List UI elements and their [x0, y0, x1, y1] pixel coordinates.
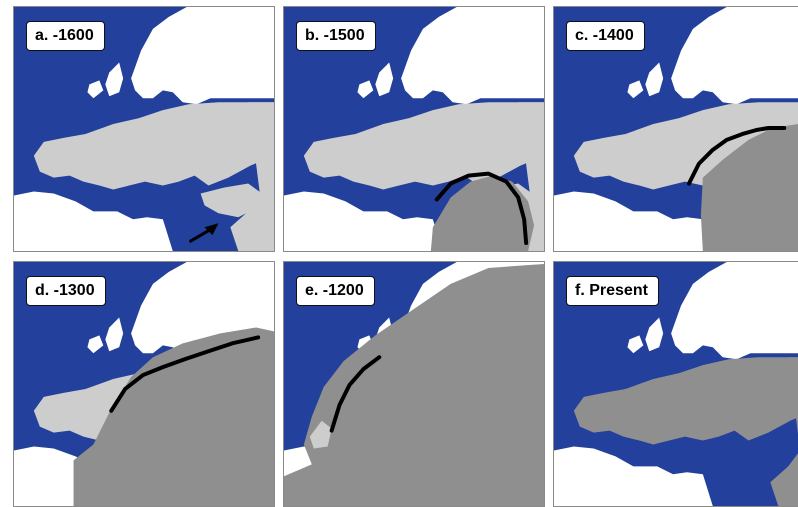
scandinavia-landmass	[671, 7, 798, 105]
scandinavia-landmass	[671, 262, 798, 360]
britain-landmass	[375, 62, 394, 97]
front-line	[686, 126, 787, 186]
region-light-europe	[33, 102, 274, 190]
map-panel-c: c. -1400	[553, 6, 798, 252]
region-dark-near-east	[430, 175, 535, 251]
region-light-europe	[303, 102, 544, 190]
north-africa-landmass	[14, 191, 173, 251]
origin-arrow-icon	[204, 223, 219, 236]
region-light-east	[500, 102, 544, 251]
map-e	[284, 262, 544, 506]
north-africa-landmass	[284, 191, 443, 251]
ireland-landmass	[627, 335, 644, 354]
scandinavia-landmass	[401, 7, 544, 105]
region-dark-near-east	[700, 124, 798, 251]
britain-landmass	[105, 62, 124, 97]
map-panel-b: b. -1500	[283, 6, 545, 252]
ireland-landmass	[627, 80, 644, 99]
panel-d-label: d. -1300	[26, 276, 106, 306]
britain-landmass	[645, 317, 664, 352]
britain-landmass	[105, 317, 124, 352]
panel-e-label: e. -1200	[296, 276, 375, 306]
front-line	[329, 355, 382, 433]
ireland-landmass	[357, 80, 374, 99]
region-light-iberia	[309, 420, 332, 449]
map-panel-a: a. -1600	[13, 6, 275, 252]
panel-b-label: b. -1500	[296, 21, 376, 51]
north-africa-landmass	[554, 191, 713, 251]
region-light-east	[230, 102, 274, 251]
map-panel-e: e. -1200	[283, 261, 545, 507]
panel-a-label: a. -1600	[26, 21, 105, 51]
ireland-landmass	[87, 80, 104, 99]
region-dark-europe	[573, 357, 798, 445]
map-a	[14, 7, 274, 251]
region-dark-eastern-europe	[73, 327, 274, 506]
region-light-anatolia	[200, 183, 263, 218]
map-panel-f: f. Present	[553, 261, 798, 507]
britain-landmass	[645, 62, 664, 97]
north-africa-landmass	[554, 446, 713, 506]
scandinavia-landmass	[131, 7, 274, 105]
region-dark-east	[770, 357, 798, 506]
front-line	[109, 335, 261, 413]
map-panel-d: d. -1300	[13, 261, 275, 507]
panel-f-label: f. Present	[566, 276, 659, 306]
region-dark-most-of-europe	[284, 263, 544, 506]
front-line	[434, 171, 529, 246]
panel-c-label: c. -1400	[566, 21, 645, 51]
ireland-landmass	[87, 335, 104, 354]
